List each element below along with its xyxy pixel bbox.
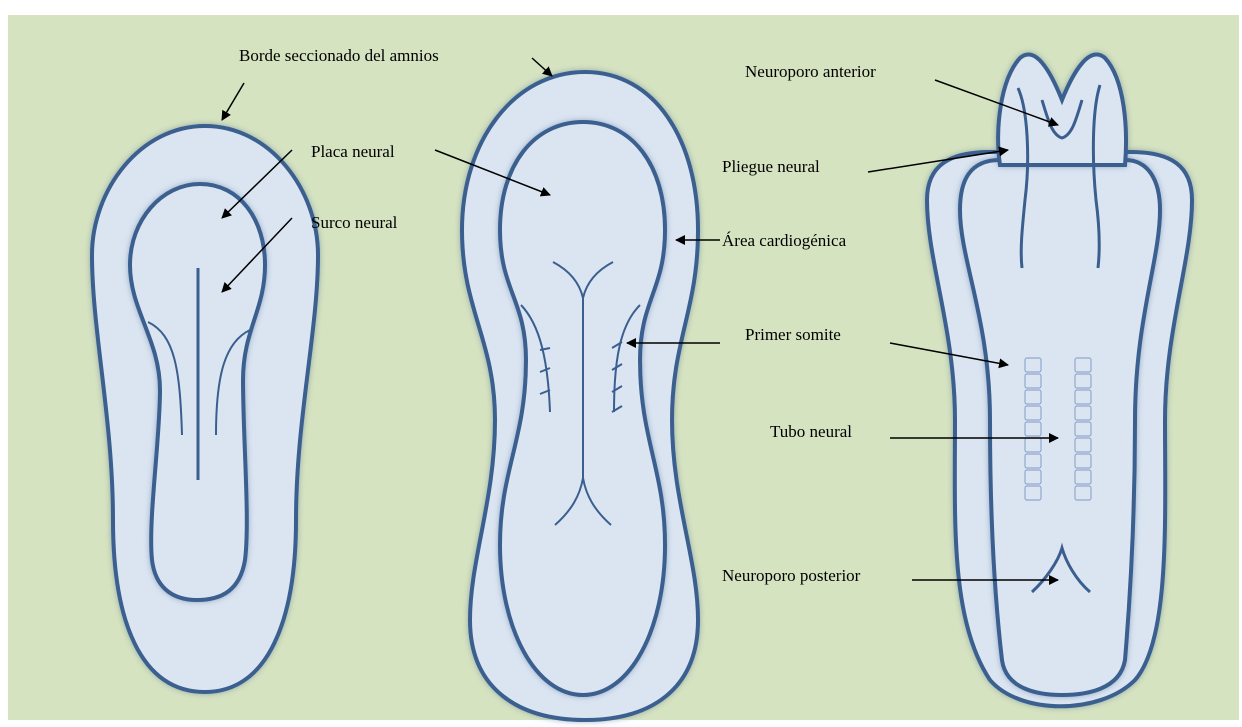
label-neural-groove: Surco neural bbox=[311, 213, 397, 233]
label-anterior-neuropore: Neuroporo anterior bbox=[745, 62, 876, 82]
label-neural-fold: Pliegue neural bbox=[722, 157, 820, 177]
label-neural-tube: Tubo neural bbox=[770, 422, 852, 442]
label-posterior-neuropore: Neuroporo posterior bbox=[722, 566, 860, 586]
label-first-somite: Primer somite bbox=[745, 325, 841, 345]
embryo-stage-2 bbox=[462, 72, 698, 720]
embryo-stage-1 bbox=[92, 126, 318, 692]
arrow-amnion-edge-1 bbox=[222, 83, 244, 120]
label-amnion-edge: Borde seccionado del amnios bbox=[239, 46, 439, 66]
arrow-amnion-edge-2 bbox=[532, 58, 552, 76]
label-cardiogenic-area: Área cardiogénica bbox=[722, 231, 846, 251]
label-neural-plate: Placa neural bbox=[311, 142, 395, 162]
embryo-stage-3 bbox=[927, 54, 1192, 706]
